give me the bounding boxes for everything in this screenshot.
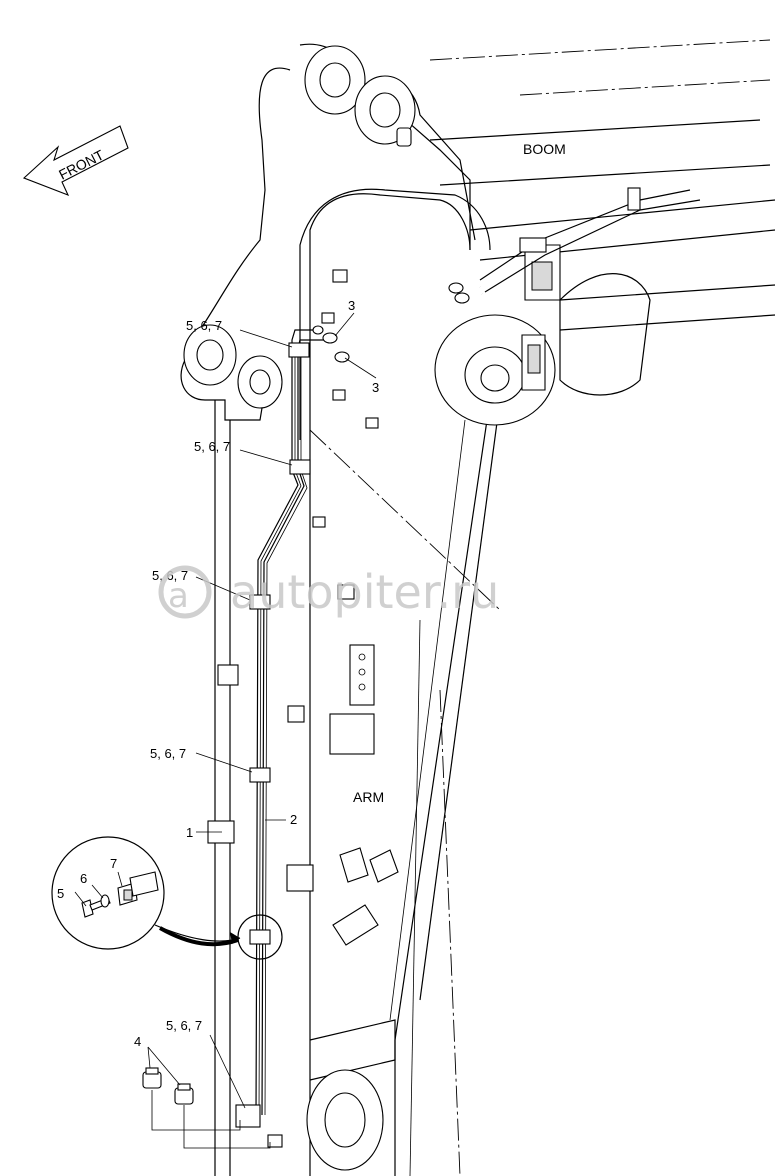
callout-1: 1 xyxy=(186,825,193,840)
arm-plate-block xyxy=(329,713,375,755)
plugs-item-4 xyxy=(142,1067,194,1105)
fittings-item-3 xyxy=(312,282,470,363)
watermark-text: autopiter.ru xyxy=(230,565,499,619)
callout-567-a: 5, 6, 7 xyxy=(186,318,222,333)
callout-3-a: 3 xyxy=(348,298,355,313)
callout-3-b: 3 xyxy=(372,380,379,395)
boom-label: BOOM xyxy=(523,141,566,157)
callout-7: 7 xyxy=(110,856,117,871)
detail-circle xyxy=(51,836,165,950)
callout-4: 4 xyxy=(134,1034,141,1049)
clamp-4 xyxy=(249,767,271,783)
boom-structure xyxy=(429,39,776,396)
svg-text:a: a xyxy=(168,576,189,616)
clamp-3 xyxy=(249,594,271,610)
callout-5: 5 xyxy=(57,886,64,901)
pipe-clamps xyxy=(207,342,311,1148)
callout-567-d: 5, 6, 7 xyxy=(150,746,186,761)
callout-567-e: 5, 6, 7 xyxy=(166,1018,202,1033)
clamp-5 xyxy=(249,929,271,945)
callout-567-b: 5, 6, 7 xyxy=(194,439,230,454)
arm-pads xyxy=(217,269,399,946)
clamp-2 xyxy=(289,459,311,475)
callout-2: 2 xyxy=(290,812,297,827)
callout-6: 6 xyxy=(80,871,87,886)
watermark: a autopiter.ru xyxy=(158,565,499,619)
arm-body xyxy=(180,43,556,1176)
clamp-6 xyxy=(235,1104,261,1128)
arm-label: ARM xyxy=(353,789,384,805)
clamp-1 xyxy=(288,342,310,358)
detail-view xyxy=(51,836,283,960)
front-arrow: FRONT xyxy=(22,125,129,197)
